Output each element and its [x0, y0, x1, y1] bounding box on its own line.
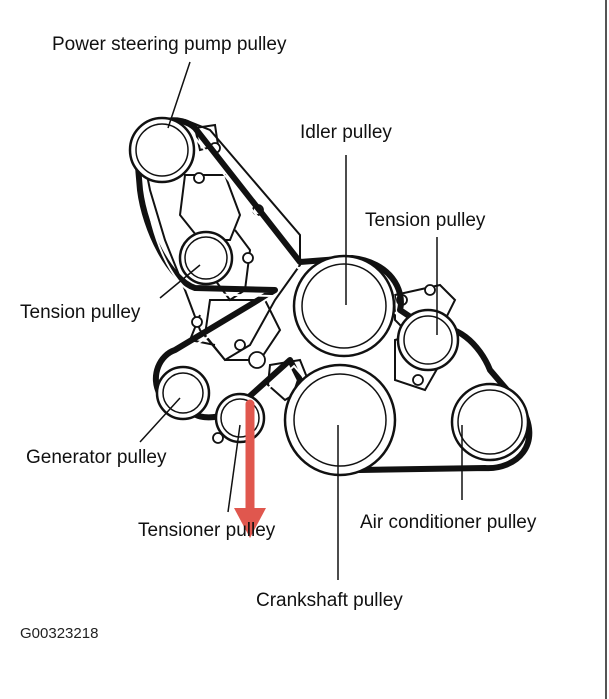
label-crankshaft-pulley: Crankshaft pulley	[256, 590, 403, 611]
label-tension-pulley-right: Tension pulley	[365, 210, 486, 231]
crankshaft-pulley	[283, 363, 397, 477]
tension-pulley-right	[396, 308, 460, 372]
leader-lines	[139, 61, 463, 580]
generator-pulley	[155, 365, 211, 421]
air-conditioner-pulley	[450, 382, 530, 462]
label-power-steering-pump-pulley: Power steering pump pulley	[52, 34, 287, 55]
power-steering-pump-pulley	[128, 116, 196, 184]
right-border	[605, 0, 607, 699]
label-tensioner-pulley: Tensioner pulley	[138, 520, 276, 541]
label-idler-pulley: Idler pulley	[300, 122, 392, 143]
label-air-conditioner-pulley: Air conditioner pulley	[360, 512, 537, 533]
tension-pulley-left	[178, 230, 234, 286]
figure-code: G00323218	[20, 625, 98, 642]
red-arrow-icon	[234, 399, 266, 538]
tensioner-pulley	[214, 392, 266, 444]
mounting-bolts	[191, 142, 436, 444]
idler-pulley	[292, 254, 396, 358]
label-tension-pulley-left: Tension pulley	[20, 302, 141, 323]
label-generator-pulley: Generator pulley	[26, 447, 167, 468]
